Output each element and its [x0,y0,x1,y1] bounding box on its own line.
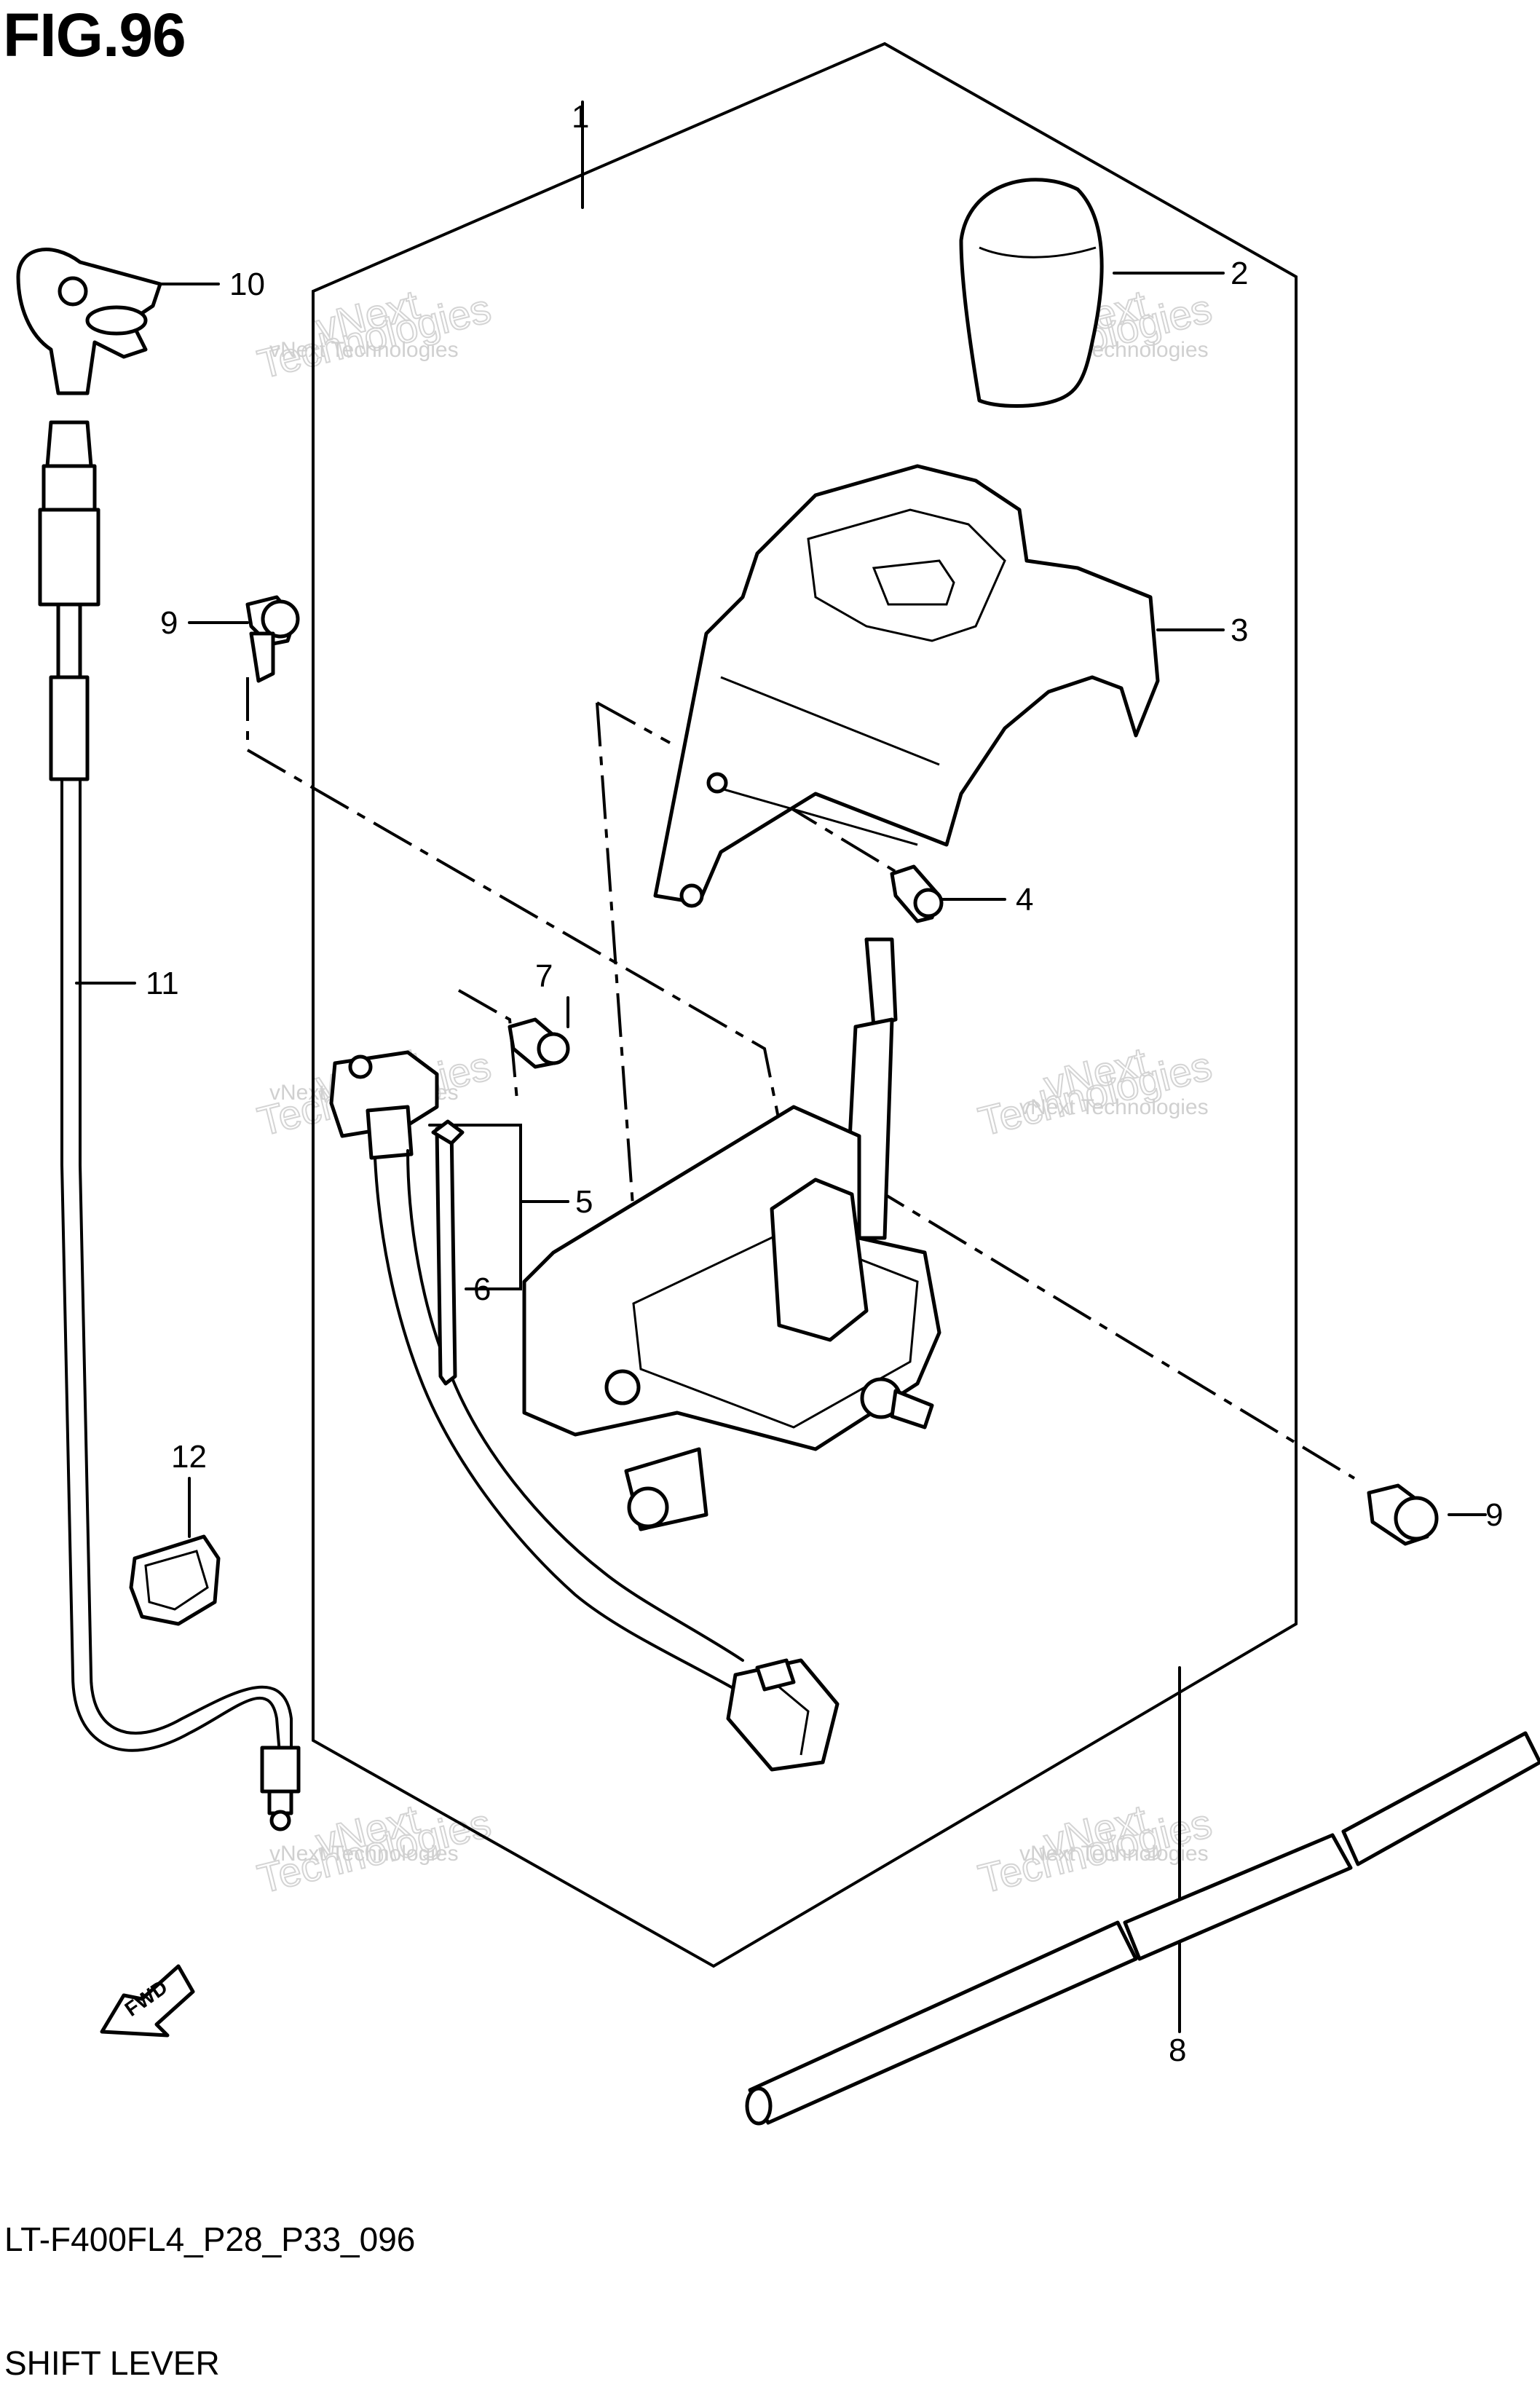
callout-9-right: 9 [1485,1497,1503,1533]
watermark-label: vNext Technologies [1019,1842,1209,1866]
callout-11: 11 [146,966,179,1001]
watermark-label: vNext Technologies [1019,1095,1209,1119]
shift-knob [959,178,1104,408]
watermark-label: vNext Technologies [269,1842,459,1866]
bolt-9-left [245,595,300,683]
bolt-9-right [1367,1483,1439,1546]
callout-6: 6 [473,1271,491,1307]
bolt-4 [890,864,944,923]
callout-12: 12 [171,1439,207,1475]
callout-5: 5 [575,1184,593,1220]
shift-cable [38,420,301,1831]
callout-9-left: 9 [160,605,178,641]
cable-tie [431,1119,465,1386]
shift-rod [745,1731,1540,2126]
shift-lever-bracket [522,937,941,1531]
watermark-label: vNext Technologies [269,338,459,362]
callout-numbers: 1 2 3 4 5 6 7 8 9 9 10 11 12 [146,99,1503,2068]
callout-3: 3 [1231,612,1248,648]
figure-title: FIG.96 [3,1,186,69]
leader-lines [75,100,1487,2033]
callout-8: 8 [1169,2032,1186,2068]
figure-name: SHIFT LEVER [4,2344,220,2382]
cable-bracket [16,248,162,395]
callout-4: 4 [1016,882,1033,918]
assembly-outline [312,42,1298,1968]
forward-arrow: FWD [100,1964,195,2038]
callout-7: 7 [535,958,553,994]
shift-cover [653,464,1160,908]
callout-1: 1 [572,99,589,135]
cable-clamp [129,1534,221,1626]
callout-10: 10 [229,267,265,302]
switch-assembly [329,1050,840,1772]
figure-code: LT-F400FL4_P28_P33_096 [4,2220,416,2258]
callout-2: 2 [1231,256,1248,291]
bolt-7 [508,1017,570,1069]
